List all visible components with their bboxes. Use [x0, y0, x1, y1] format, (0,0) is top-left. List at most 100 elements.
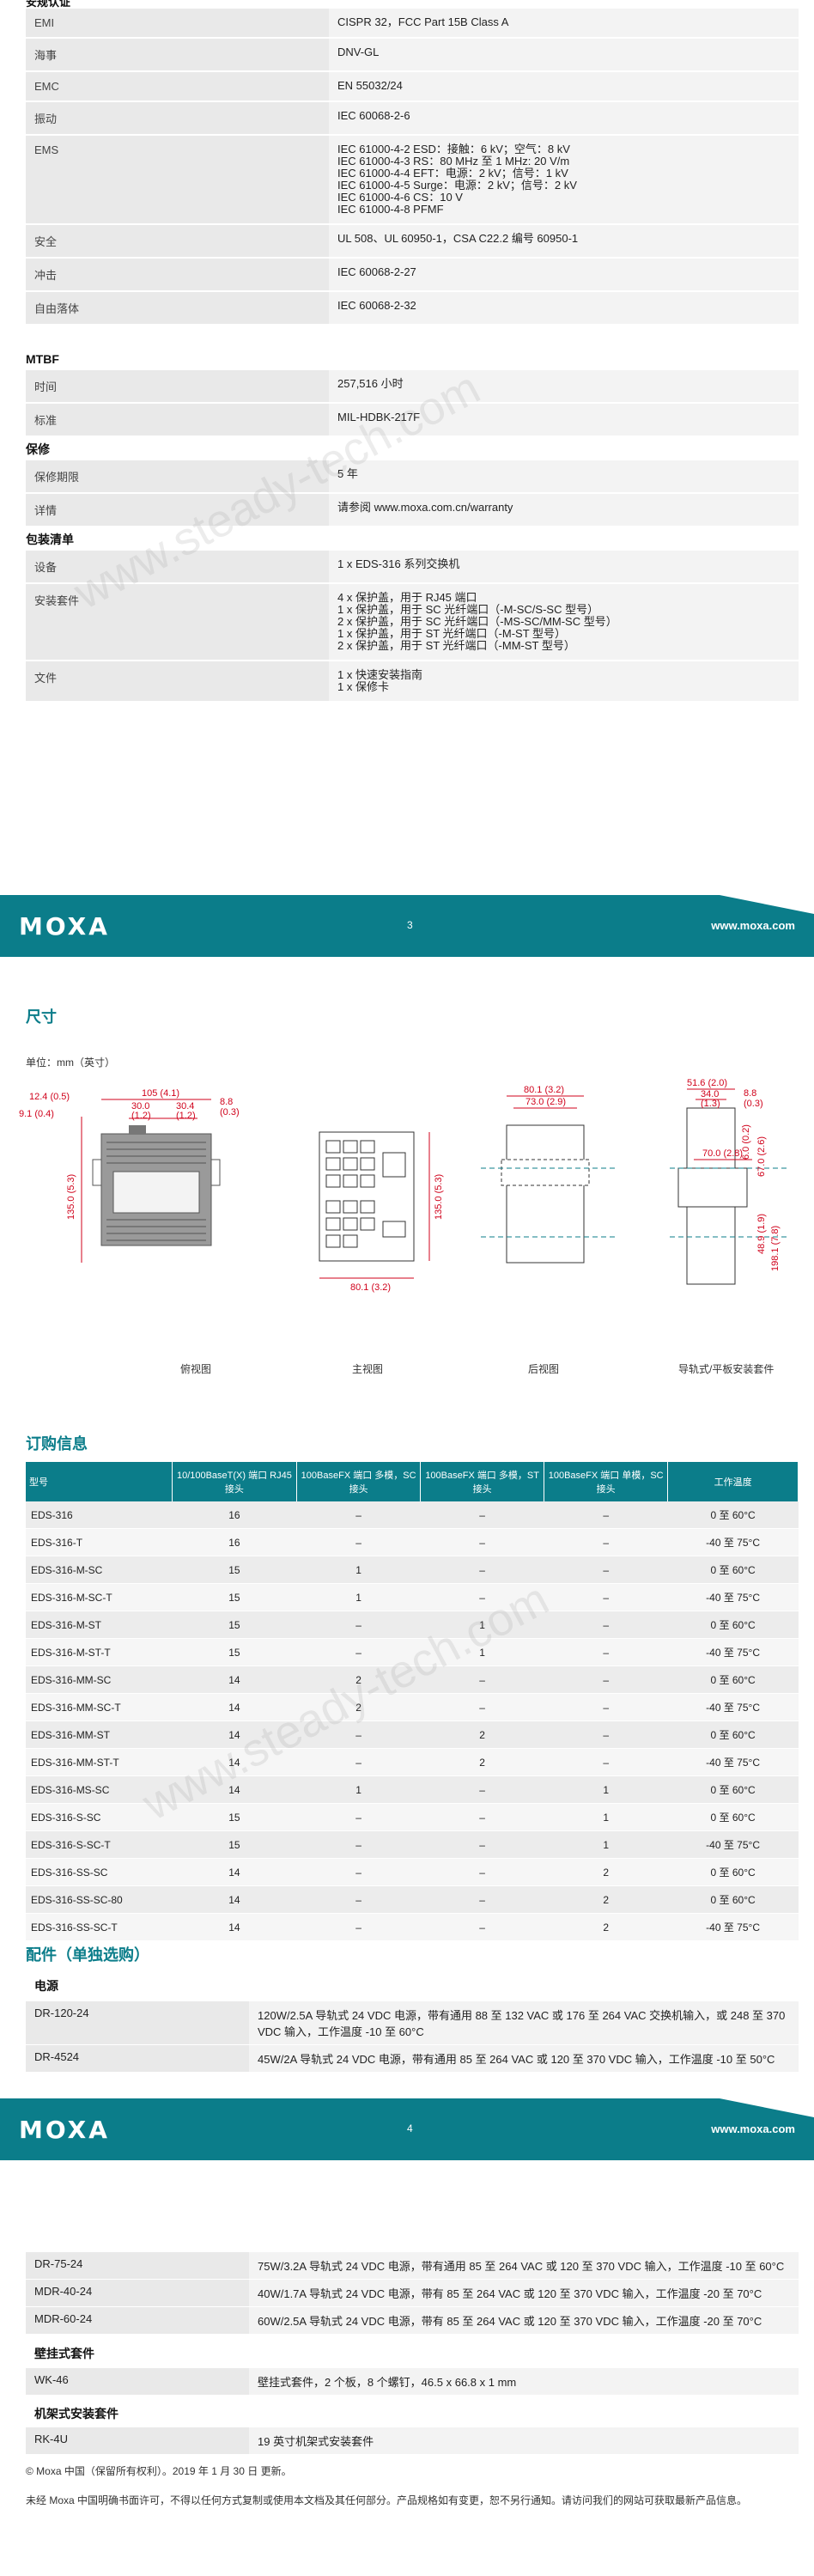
table-cell: EDS-316-M-ST	[26, 1611, 173, 1639]
spec-value: 请参阅 www.moxa.com.cn/warranty	[329, 493, 799, 527]
table-cell: 2	[420, 1720, 544, 1749]
table-cell: –	[296, 1501, 421, 1529]
spec-value-line: CISPR 32，FCC Part 15B Class A	[337, 15, 509, 28]
table-cell: –	[544, 1666, 668, 1694]
dim-q: 70.0 (2.8)	[702, 1148, 743, 1159]
power-title: 电源	[34, 1979, 58, 1993]
spec-value: MIL-HDBK-217F	[329, 403, 799, 437]
table-cell: –	[296, 1611, 421, 1639]
spec-value-line: UL 508、UL 60950-1，CSA C22.2 编号 60950-1	[337, 232, 579, 245]
dim-l: 51.6 (2.0)	[687, 1078, 727, 1088]
spec-value-line: 5 年	[337, 467, 358, 480]
spec-key: 保修期限	[26, 460, 329, 494]
table-cell: –	[420, 1830, 544, 1859]
accessory-model: DR-75-24	[26, 2252, 249, 2280]
dimensions-title: 尺寸	[26, 1008, 57, 1026]
spec-key: EMI	[26, 9, 329, 39]
moxa-logo: MOXA	[19, 912, 110, 941]
spec-value: 1 x EDS-316 系列交换机	[329, 551, 799, 584]
table-cell: –	[544, 1611, 668, 1639]
spec-value-line: 1 x 保护盖，用于 ST 光纤端口（-M-ST 型号）	[337, 627, 567, 640]
table-cell: 0 至 60°C	[667, 1885, 799, 1914]
view-label-front: 主视图	[352, 1363, 384, 1375]
table-cell: 0 至 60°C	[667, 1501, 799, 1529]
table-cell: 14	[172, 1748, 297, 1776]
spec-value-line: IEC 61000-4-4 EFT：电源：2 kV；信号：1 kV	[337, 167, 568, 180]
table-cell: EDS-316-M-SC	[26, 1556, 173, 1584]
page-number: 3	[407, 919, 413, 931]
table-cell: 14	[172, 1885, 297, 1914]
accessory-description: 75W/3.2A 导轨式 24 VDC 电源，带有通用 85 至 264 VAC…	[249, 2252, 799, 2280]
dim-r: 48.9 (1.9)	[756, 1214, 767, 1254]
rear-view-drawing: 80.1 (3.2) 73.0 (2.9)	[481, 1085, 618, 1264]
table-cell: 16	[172, 1501, 297, 1529]
rack-kit-title: 机架式安装套件	[34, 2407, 118, 2421]
dim-p: 67.0 (2.6)	[756, 1136, 767, 1177]
table-cell: 1	[544, 1775, 668, 1804]
table-cell: EDS-316-S-SC-T	[26, 1830, 173, 1859]
spec-value-line: 1 x 保护盖，用于 SC 光纤端口（-M-SC/S-SC 型号）	[337, 603, 599, 616]
spec-value: 5 年	[329, 460, 799, 494]
partial-heading: 安规认证	[26, 0, 71, 9]
spec-key: EMS	[26, 135, 329, 225]
spec-key: 安全	[26, 224, 329, 259]
accessory-description: 45W/2A 导轨式 24 VDC 电源，带有通用 85 至 264 VAC 或…	[249, 2044, 799, 2073]
order-header: 100BaseFX 端口 多模，SC 接头	[296, 1462, 422, 1501]
table-cell: –	[296, 1803, 421, 1831]
front-view-drawing: 80.1 (3.2) 135.0 (5.3)	[319, 1131, 444, 1293]
spec-value-line: IEC 61000-4-3 RS：80 MHz 至 1 MHz: 20 V/m	[337, 155, 570, 167]
table-cell: 0 至 60°C	[667, 1611, 799, 1639]
page-footer-band: MOXA 4 www.moxa.com	[0, 2098, 814, 2160]
table-cell: –	[296, 1720, 421, 1749]
table-cell: EDS-316-T	[26, 1528, 173, 1556]
view-label-top: 俯视图	[180, 1363, 212, 1375]
spec-key: EMC	[26, 71, 329, 102]
spec-value-line: 2 x 保护盖，用于 ST 光纤端口（-MM-ST 型号）	[337, 639, 575, 652]
table-cell: 14	[172, 1666, 297, 1694]
spec-key: 时间	[26, 370, 329, 404]
table-cell: –	[420, 1775, 544, 1804]
table-cell: -40 至 75°C	[667, 1913, 799, 1941]
table-cell: EDS-316-MS-SC	[26, 1775, 173, 1804]
website-link[interactable]: www.moxa.com	[711, 2122, 795, 2135]
table-cell: –	[420, 1885, 544, 1914]
order-header: 100BaseFX 端口 多模，ST 接头	[420, 1462, 545, 1501]
din-rail-kit-drawing: 51.6 (2.0) 34.0 (1.3) 8.8 (0.3) 70.0 (2.…	[670, 1078, 790, 1285]
dim-k: 73.0 (2.9)	[525, 1097, 566, 1107]
table-cell: 15	[172, 1556, 297, 1584]
spec-value-line: IEC 60068-2-32	[337, 299, 416, 312]
order-header: 型号	[26, 1462, 173, 1501]
dim-d2: (1.2)	[176, 1111, 196, 1121]
table-cell: –	[544, 1693, 668, 1721]
table-cell: 14	[172, 1775, 297, 1804]
table-cell: –	[420, 1913, 544, 1941]
table-cell: 1	[296, 1556, 421, 1584]
website-link[interactable]: www.moxa.com	[711, 919, 795, 932]
dim-f: 9.1 (0.4)	[19, 1109, 54, 1119]
dim-a: 12.4 (0.5)	[29, 1092, 70, 1102]
accessory-description: 60W/2.5A 导轨式 24 VDC 电源，带有 85 至 264 VAC 或…	[249, 2306, 799, 2335]
dimensions-unit: 单位：mm（英寸）	[26, 1057, 115, 1069]
dim-b: 105 (4.1)	[142, 1088, 179, 1099]
table-cell: –	[296, 1913, 421, 1941]
spec-value-line: 4 x 保护盖，用于 RJ45 端口	[337, 591, 477, 604]
